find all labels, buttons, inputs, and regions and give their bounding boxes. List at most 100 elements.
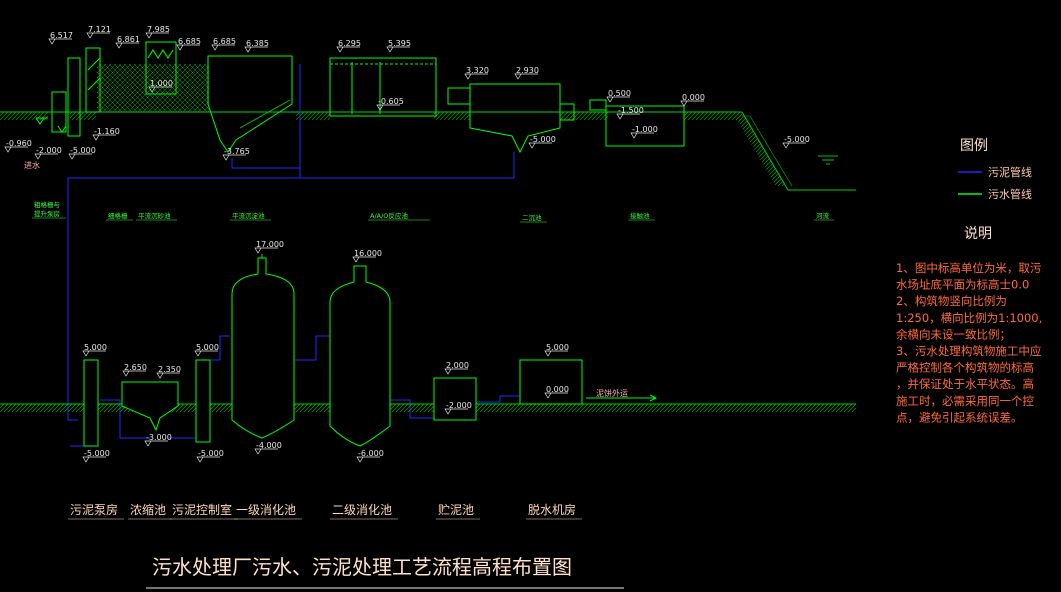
thickener xyxy=(121,381,179,432)
bottom-elevation-label: -4.000 xyxy=(256,441,282,450)
note-line: 点，避免引起系统误差。 xyxy=(896,410,1023,424)
elevation-marker xyxy=(386,46,410,53)
sludge-out-label: 泥饼外运 xyxy=(596,388,628,398)
bottom-elevation-label: -5.000 xyxy=(198,449,224,458)
bottom-elevation-label: 0.000 xyxy=(546,385,569,394)
top-elevation-label: 0.500 xyxy=(608,89,631,98)
elevation-marker xyxy=(48,38,72,45)
inlet-label: 进水 xyxy=(24,160,40,170)
bottom-elevation-label: 5.000 xyxy=(84,343,107,352)
elevation-marker xyxy=(92,134,116,141)
bottom-unit-label: 污泥泵房 xyxy=(70,502,118,517)
elevation-marker xyxy=(34,153,58,160)
note-line: 3、污水处理构筑物施工中应 xyxy=(896,344,1041,358)
elevation-marker xyxy=(144,440,168,447)
elevation-marker xyxy=(528,142,552,149)
top-elevation-label: -5.000 xyxy=(784,135,810,144)
top-elevation-label: 6.861 xyxy=(117,35,140,44)
elevation-marker xyxy=(82,350,106,357)
top-elevation-label: 6.385 xyxy=(246,39,269,48)
secondary-digester xyxy=(329,265,391,447)
top-unit-label: 提升泵房 xyxy=(34,209,60,218)
note-line: 余横向未设一致比例； xyxy=(896,327,1011,341)
note-line: 1:250，横向比例为1:1000, xyxy=(896,311,1042,325)
primary-sedimentation-tank xyxy=(207,55,293,153)
drawing-title: 污水处理厂污水、污泥处理工艺流程高程布置图 xyxy=(152,555,572,579)
grit-chamber xyxy=(145,41,177,95)
river-water-mark xyxy=(818,155,838,165)
aao-reactor xyxy=(329,57,437,117)
contact-tank xyxy=(589,99,685,147)
elevation-marker xyxy=(145,32,169,39)
bottom-elevation-label: -6.000 xyxy=(358,449,384,458)
top-elevation-label: -3.765 xyxy=(224,147,250,156)
elevation-marker xyxy=(352,256,376,263)
bottom-elevation-label: 2.350 xyxy=(158,365,181,374)
elevation-marker xyxy=(222,154,246,161)
top-elevation-label: 3.320 xyxy=(466,66,489,75)
bottom-elevation-label: 16.000 xyxy=(354,249,382,258)
note-line: ，并保证处于水平状态。高 xyxy=(896,377,1034,391)
elevation-marker xyxy=(148,86,172,93)
top-elevation-label: 1.000 xyxy=(150,79,173,88)
sludge-control-room xyxy=(195,359,211,443)
primary-digester xyxy=(231,254,295,439)
bottom-elevation-label: 5.000 xyxy=(196,343,219,352)
bottom-elevation-label: 2.650 xyxy=(124,363,147,372)
elevation-marker xyxy=(194,350,218,357)
note-line: 2、构筑物竖向比例为 xyxy=(896,294,1007,308)
top-elevation-label: 6.685 xyxy=(213,37,236,46)
elevation-marker xyxy=(156,372,180,379)
notes-heading: 说明 xyxy=(964,226,992,242)
top-unit-label: 二沉池 xyxy=(522,213,542,222)
top-elevation-label: -0.960 xyxy=(6,139,32,148)
bottom-elevation-label: -2.000 xyxy=(446,401,472,410)
note-line: 严格控制各个构筑物的标高 xyxy=(896,361,1034,375)
top-elevation-label: 6.517 xyxy=(50,31,73,40)
top-unit-label: 接触池 xyxy=(630,211,650,220)
bottom-unit-label: 一级消化池 xyxy=(236,503,296,517)
sludge-pipeline xyxy=(67,64,520,447)
elevation-marker xyxy=(544,350,568,357)
top-unit-label: 细格栅 xyxy=(108,211,128,220)
elevation-marker xyxy=(514,73,538,80)
top-elevation-label: -5.000 xyxy=(70,146,96,155)
elevation-marker xyxy=(68,153,92,160)
legend-heading: 图例 xyxy=(960,138,988,154)
elevation-marker xyxy=(176,44,200,51)
bottom-elevation-label: -5.000 xyxy=(84,449,110,458)
secondary-clarifier xyxy=(447,83,575,154)
top-elevation-label: 2.930 xyxy=(516,66,539,75)
top-elevation-label: 7.121 xyxy=(88,25,111,34)
elevation-marker xyxy=(376,104,400,111)
bottom-unit-label: 污泥控制室 xyxy=(172,502,232,517)
elevation-marker xyxy=(115,42,139,49)
elevation-marker xyxy=(336,46,360,53)
top-elevation-label: -5.000 xyxy=(530,135,556,144)
elevation-marker xyxy=(544,392,568,399)
note-line: 1、图中标高单位为米，取污 xyxy=(896,261,1042,275)
top-elevation-label: -0.605 xyxy=(378,97,404,106)
elevation-marker xyxy=(254,247,278,254)
elevation-marker xyxy=(82,456,106,463)
fine-screen xyxy=(85,47,101,113)
top-unit-label: 河流 xyxy=(816,211,830,220)
sludge-pump-house xyxy=(83,359,99,447)
top-elevation-label: -2.000 xyxy=(36,146,62,155)
elevation-marker xyxy=(464,73,488,80)
top-elevation-label: 5.395 xyxy=(388,39,411,48)
elevation-marker xyxy=(616,113,640,120)
elevation-marker xyxy=(630,132,654,139)
elevation-marker xyxy=(211,44,235,51)
elevation-marker xyxy=(356,456,380,463)
elevation-marker xyxy=(680,100,704,107)
elevation-marker xyxy=(254,448,278,455)
top-elevation-label: -1.500 xyxy=(618,106,644,115)
dewatering-house xyxy=(519,359,658,405)
elevation-marker xyxy=(444,408,468,415)
grit-zone-hatch xyxy=(97,64,209,112)
top-elevation-label: 7.985 xyxy=(147,25,170,34)
top-elevation-label: -1.160 xyxy=(94,127,120,136)
elevation-marker xyxy=(782,142,806,149)
